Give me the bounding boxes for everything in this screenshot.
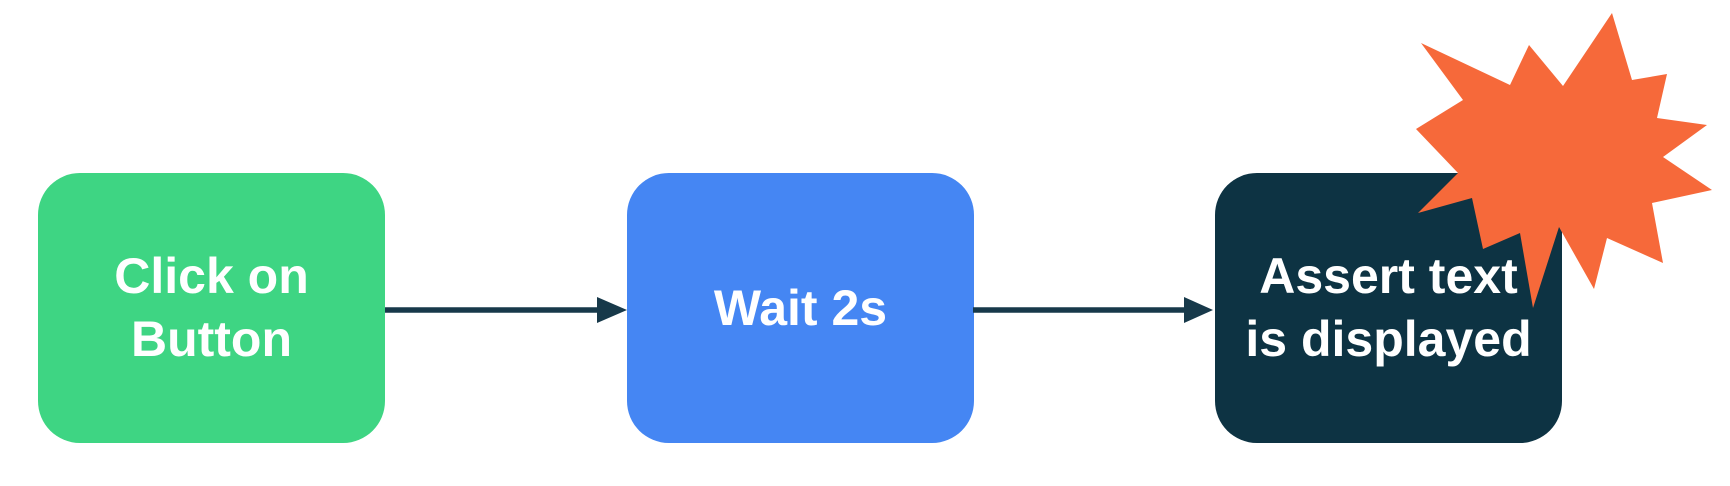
node-label-line: Button — [130, 311, 293, 367]
node-wait-2s[interactable]: Wait 2s — [627, 173, 974, 443]
connector-arrowhead-icon — [1184, 297, 1213, 323]
node-label-line: Click on — [114, 248, 309, 304]
connector-arrow-1 — [385, 297, 627, 323]
node-label: Assert text is displayed — [1245, 245, 1531, 371]
node-label: Click on Button — [114, 245, 308, 371]
node-assert-text-is-displayed[interactable]: Assert text is displayed — [1215, 173, 1562, 443]
node-label: Wait 2s — [714, 277, 887, 340]
node-label-line: Assert text — [1259, 248, 1518, 304]
node-label-line: Wait 2s — [713, 279, 888, 336]
connector-arrowhead-icon — [597, 297, 627, 323]
node-label-line: is displayed — [1245, 311, 1532, 367]
node-click-on-button[interactable]: Click on Button — [38, 173, 385, 443]
connector-arrow-2 — [973, 297, 1213, 323]
